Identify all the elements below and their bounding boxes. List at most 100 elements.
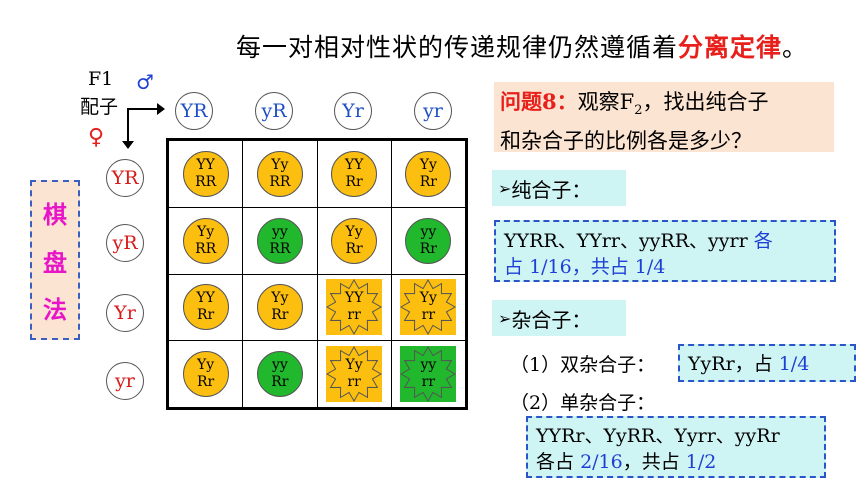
genotype-top: yy <box>420 223 437 240</box>
method-char-1: 棋 <box>43 199 67 229</box>
method-char-3: 法 <box>43 295 67 325</box>
homozygous-box: YYRR、YYrr、yyRR、yyrr 各 占 1/16，共占 1/4 <box>494 220 836 282</box>
genotype-bottom: Rr <box>345 240 363 257</box>
homozygous-total-label: ，共占 <box>571 256 629 278</box>
homozygous-heading: ➢纯合子： <box>492 170 626 206</box>
question-box: 问题8：观察F2，找出纯合子 和杂合子的比例各是多少？ <box>494 82 834 153</box>
method-label: 棋 盘 法 <box>30 180 80 340</box>
homozygous-each: 各 <box>753 230 773 252</box>
question-label: 问题8： <box>500 89 578 114</box>
female-gamete-3: Yr <box>106 294 144 332</box>
male-gamete-2: yR <box>255 92 293 130</box>
male-gamete-1: YR <box>175 92 213 130</box>
double-heterozygous-box: YyRr，占 1/4 <box>678 344 856 382</box>
single-heterozygous-label: （2）单杂合子： <box>510 392 656 414</box>
genotype-top: yy <box>420 357 437 374</box>
single-total-label: ，共占 <box>622 451 680 473</box>
slide-title: 每一对相对性状的传递规律仍然遵循着分离定律。 <box>236 28 808 64</box>
genotype-top: Yy <box>345 357 363 374</box>
genotype-top: Yy <box>197 357 215 374</box>
bullet-icon: ➢ <box>498 178 512 198</box>
title-highlight: 分离定律 <box>678 33 783 62</box>
genotype-top: Yy <box>271 290 289 307</box>
arrow-right-icon <box>128 103 165 115</box>
genotype-bottom: Rr <box>197 307 215 324</box>
genotype-bottom: RR <box>269 173 291 190</box>
male-gamete-3: Yr <box>334 92 372 130</box>
genotype-top: YY <box>196 290 215 307</box>
genotype-bottom: Rr <box>419 173 437 190</box>
male-gamete-4: yr <box>414 92 452 130</box>
method-char-2: 盘 <box>43 247 67 277</box>
genotype-top: yy <box>271 357 288 374</box>
genotype-top: yy <box>271 223 288 240</box>
question-text: 问题8：观察F2，找出纯合子 和杂合子的比例各是多少？ <box>500 87 768 156</box>
title-suffix: 。 <box>782 33 809 62</box>
genotype-top: Yy <box>419 156 437 173</box>
homozygous-total-value: 1/4 <box>634 256 666 278</box>
genotype-bottom: rr <box>421 374 436 391</box>
genotype-bottom: Rr <box>345 173 363 190</box>
question-line2: 和杂合子的比例各是多少？ <box>500 129 752 154</box>
question-subscript: 2 <box>634 103 643 119</box>
genotype-bottom: rr <box>347 374 361 391</box>
male-symbol-icon: ♂ <box>136 70 154 94</box>
homozygous-list: YYRR、YYrr、yyRR、yyrr <box>504 230 748 252</box>
question-line1-end: ，找出纯合子 <box>642 90 769 114</box>
genotype-top: Yy <box>271 156 289 173</box>
heterozygous-heading-text: 杂合子： <box>511 307 592 332</box>
genotype-top: YY <box>344 156 364 173</box>
genotype-top: YY <box>196 156 215 173</box>
genotype-top: Yy <box>419 290 437 307</box>
female-gamete-1: YR <box>106 159 144 197</box>
single-total-value: 1/2 <box>685 451 717 473</box>
genotype-bottom: Rr <box>271 374 289 391</box>
question-line1: 观察F <box>577 90 635 114</box>
arrow-down-icon <box>122 108 134 149</box>
genotype-bottom: Rr <box>197 374 215 391</box>
star-burst-icon <box>400 346 457 403</box>
homozygous-heading-text: 纯合子： <box>511 177 592 202</box>
bullet-icon: ➢ <box>498 308 512 328</box>
single-list: YYRr、YyRR、Yyrr、yyRr <box>536 425 780 447</box>
double-value: 1/4 <box>778 353 810 375</box>
homozygous-occupy: 占 <box>504 256 524 278</box>
single-heterozygous-box: YYRr、YyRR、Yyrr、yyRr 各占 2/16，共占 1/2 <box>526 416 826 478</box>
title-prefix: 每一对相对性状的传递规律仍然遵循着 <box>236 33 679 62</box>
homozygous-each-value: 1/16 <box>529 256 572 278</box>
genotype-top: Yy <box>197 223 215 240</box>
genotype-bottom: RR <box>195 240 217 257</box>
f1-label: F1 <box>88 68 114 90</box>
